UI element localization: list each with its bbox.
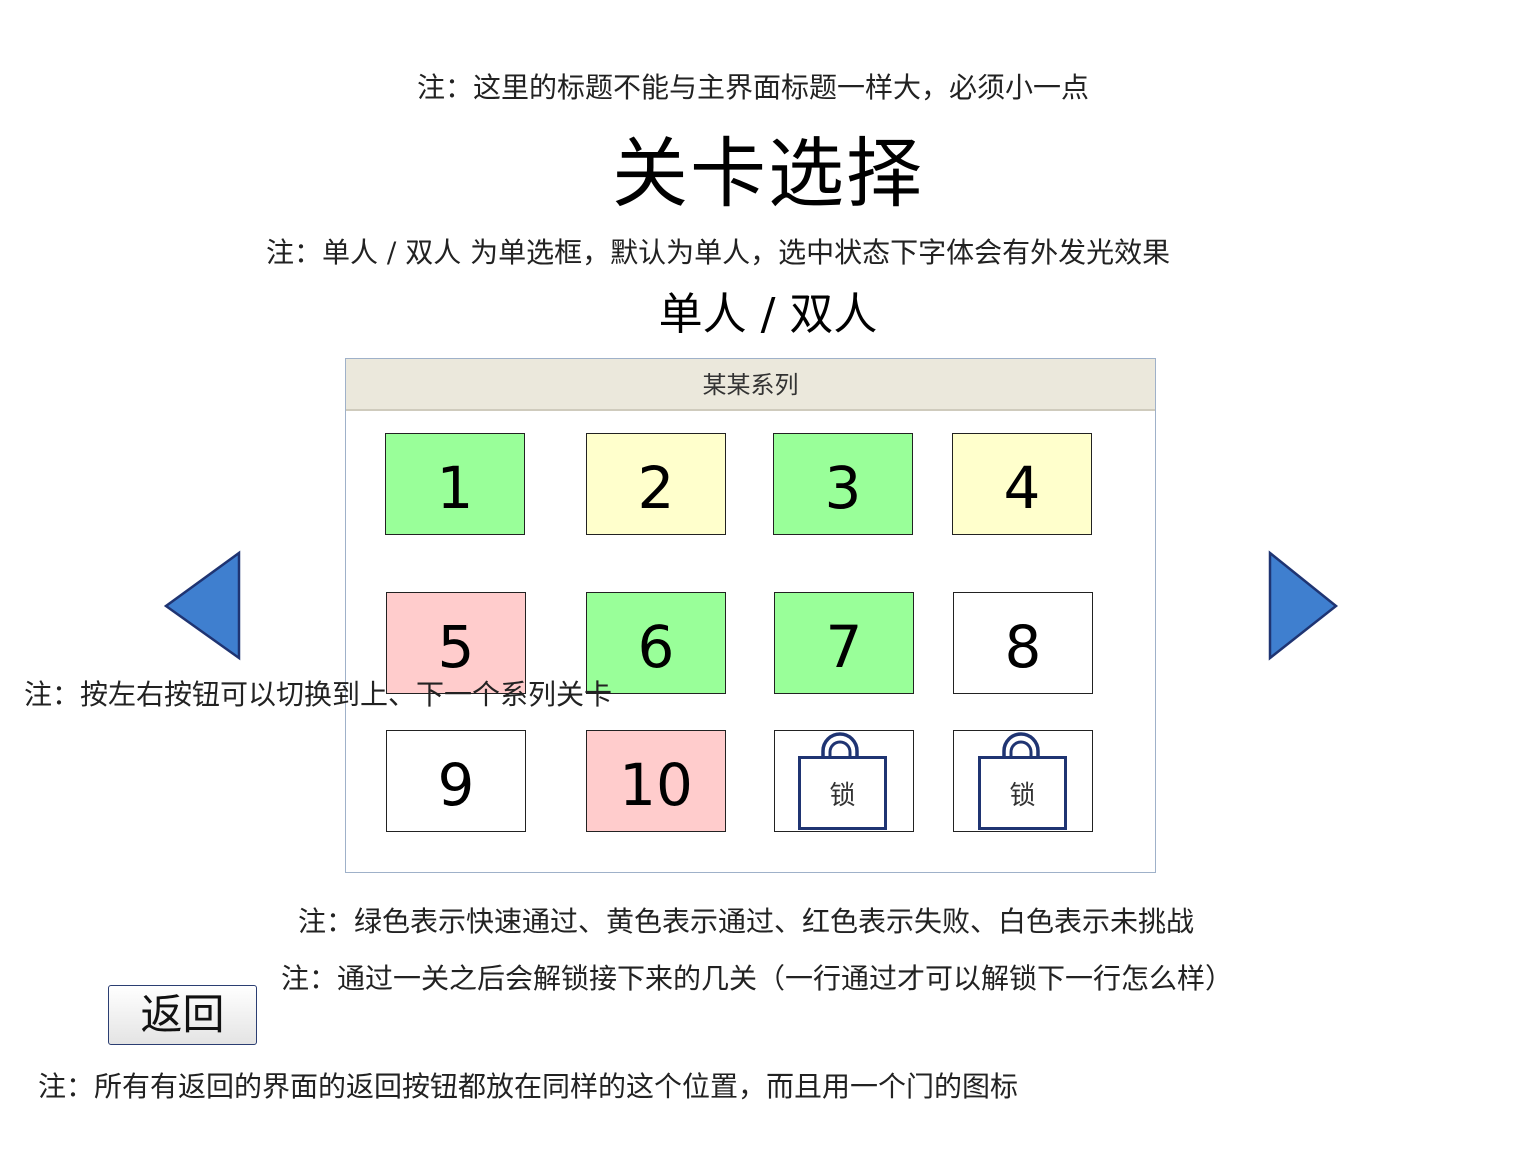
prev-series-button[interactable] — [163, 550, 243, 662]
level-tile[interactable]: 7 — [774, 592, 914, 694]
lock-shackle-icon — [1002, 732, 1040, 761]
level-tile[interactable]: 10 — [586, 730, 726, 832]
back-note: 注：所有有返回的界面的返回按钮都放在同样的这个位置，而且用一个门的图标 — [38, 1070, 1019, 1103]
back-button[interactable]: 返回 — [108, 985, 257, 1045]
title-note: 注：这里的标题不能与主界面标题一样大，必须小一点 — [417, 71, 1090, 104]
triangle-right-icon — [1268, 550, 1339, 661]
triangle-left-icon — [163, 550, 241, 661]
level-number: 1 — [436, 454, 474, 522]
lock-label: 锁 — [1009, 780, 1036, 811]
level-panel: 某某系列 1 2 3 4 5 6 7 8 9 10 锁 锁 — [345, 358, 1156, 873]
level-tile[interactable]: 3 — [773, 433, 913, 535]
page-title: 关卡选择 — [612, 129, 924, 218]
level-tile[interactable]: 8 — [953, 592, 1093, 694]
mode-selector[interactable]: 单人 / 双人 — [658, 289, 878, 340]
level-number: 4 — [1003, 454, 1041, 522]
level-tile[interactable]: 1 — [385, 433, 525, 535]
lock-icon: 锁 — [798, 756, 887, 830]
unlock-note: 注：通过一关之后会解锁接下来的几关（一行通过才可以解锁下一行怎么样） — [281, 962, 1234, 995]
level-number: 5 — [437, 613, 475, 681]
level-number: 8 — [1004, 613, 1042, 681]
arrows-note: 注：按左右按钮可以切换到上、下一个系列关卡 — [24, 678, 613, 711]
series-name: 某某系列 — [346, 359, 1155, 411]
level-tile[interactable]: 6 — [586, 592, 726, 694]
lock-shackle-icon — [821, 732, 859, 761]
next-series-button[interactable] — [1267, 550, 1341, 662]
level-tile[interactable]: 9 — [386, 730, 526, 832]
lock-label: 锁 — [829, 780, 856, 811]
level-number: 10 — [619, 751, 693, 819]
level-tile[interactable]: 4 — [952, 433, 1092, 535]
level-tile[interactable]: 5 — [386, 592, 526, 694]
level-tile[interactable]: 2 — [586, 433, 726, 535]
lock-icon: 锁 — [978, 756, 1067, 830]
color-note: 注：绿色表示快速通过、黄色表示通过、红色表示失败、白色表示未挑战 — [298, 905, 1195, 938]
level-number: 6 — [637, 613, 675, 681]
level-number: 7 — [825, 613, 863, 681]
level-number: 9 — [437, 751, 475, 819]
mode-note: 注：单人 / 双人 为单选框，默认为单人，选中状态下字体会有外发光效果 — [266, 236, 1171, 269]
level-number: 3 — [824, 454, 862, 522]
level-number: 2 — [637, 454, 675, 522]
